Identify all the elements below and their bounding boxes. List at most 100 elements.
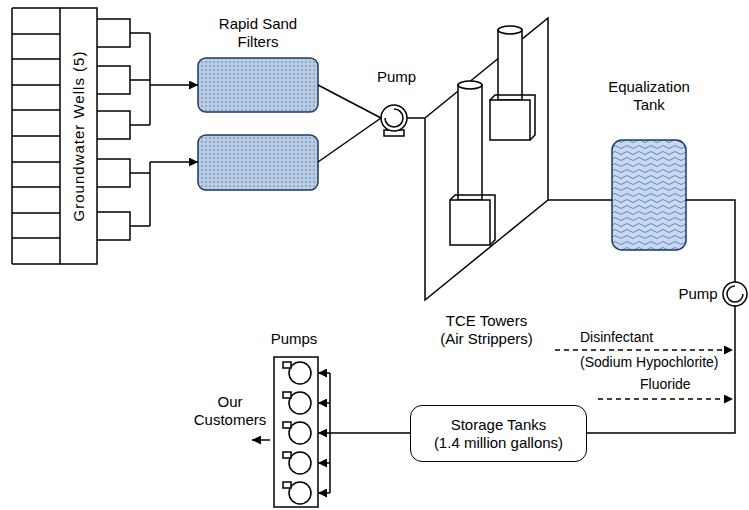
wells-manifold: Groundwater Wells (5): [10, 6, 130, 266]
flow-connector: [548, 200, 612, 201]
pump-frame: [274, 357, 318, 507]
node-text: TCE Towers: [446, 312, 527, 330]
flow-connector: [686, 200, 735, 282]
pump-casing: [723, 282, 747, 306]
pump-unit: Pump: [375, 68, 418, 140]
pump-outlet: [283, 452, 291, 458]
flow-line: [548, 199, 612, 201]
tower-base: [490, 100, 530, 140]
filter-bed: [198, 58, 318, 112]
pump-casing: [289, 392, 311, 414]
flow-line: [318, 462, 330, 464]
flow-line: [407, 117, 425, 119]
flow-line: [318, 118, 381, 162]
pump-unit: Pump: [676, 275, 748, 313]
filter-bed: [198, 135, 318, 190]
customer-label: Our Customers: [190, 393, 270, 430]
node-text: (1.4 million gallons): [434, 434, 563, 452]
flow-line: [130, 225, 150, 227]
flow-line: [150, 84, 198, 86]
well-manifold: [12, 8, 130, 264]
flow-connector: [318, 85, 381, 162]
flow-line: [318, 85, 381, 118]
node-text: Pumps: [271, 330, 318, 348]
pump-casing: [289, 482, 311, 504]
flow-line: [150, 161, 198, 163]
pump-casing: [381, 105, 407, 131]
dosing-line: [555, 349, 733, 350]
tank-body: [612, 140, 686, 250]
pump-bank: [274, 357, 318, 507]
chemical-label: Disinfectant: [580, 329, 653, 346]
pump-symbol: [723, 282, 747, 306]
text-holder: Storage Tanks(1.4 million gallons): [411, 406, 586, 461]
flow-line: [686, 200, 735, 282]
pump-casing: [289, 422, 311, 444]
pump-impeller: [385, 109, 403, 127]
node-text: Our Customers: [190, 393, 270, 429]
flow-line: [330, 432, 410, 434]
flow-connector: [130, 33, 198, 226]
flow-line: [318, 492, 330, 494]
node-text: Rapid Sand Filters: [208, 15, 308, 51]
node-text: Groundwater Wells (5): [70, 51, 88, 222]
well-pipes: [12, 8, 60, 264]
equalization-tank: Equalization Tank: [603, 78, 695, 252]
text-holder: Equalization Tank: [603, 78, 695, 114]
flow-line: [149, 162, 151, 226]
text-holder: Groundwater Wells (5): [60, 8, 97, 264]
flow-line: [130, 79, 150, 81]
tower-base: [450, 200, 490, 245]
flow-line: [318, 372, 330, 374]
flow-line: [318, 402, 330, 404]
sand-filters: [198, 58, 318, 190]
node-text: Equalization Tank: [603, 78, 695, 114]
tower-platform: [425, 18, 548, 300]
chemical-feeds: [555, 350, 733, 399]
text-holder: Our Customers: [190, 393, 270, 429]
chemical-label: (Sodium Hypochlorite): [580, 354, 719, 371]
flow-connector: [252, 440, 270, 441]
pump-bank: Pumps: [270, 330, 318, 508]
pump-outlet: [283, 392, 291, 398]
pump-outlet: [283, 422, 291, 428]
pump-symbol: [381, 105, 407, 136]
flow-line: [318, 432, 330, 434]
tower-base-side: [490, 95, 535, 140]
tower-group: TCE Towers(Air Strippers): [425, 12, 548, 350]
air-stripper-towers: [425, 18, 548, 300]
flow-connector: [318, 373, 410, 493]
text-holder: Rapid Sand Filters: [208, 15, 308, 51]
node-text: Pump: [377, 68, 416, 86]
text-holder: Pumps: [260, 330, 328, 348]
tower-top: [458, 81, 482, 89]
flow-line: [252, 439, 270, 441]
tower-column: [498, 30, 522, 100]
flow-line: [130, 172, 150, 174]
pump-casing: [289, 362, 311, 384]
text-holder: TCE Towers(Air Strippers): [425, 312, 548, 348]
pump-impeller: [727, 286, 743, 302]
flow-connector: [407, 118, 425, 119]
node-text: Storage Tanks: [451, 416, 547, 434]
pump-outlet: [283, 482, 291, 488]
filter-group: Rapid Sand Filters: [198, 15, 318, 192]
tower-base-side: [450, 195, 495, 245]
node-text: Pump: [678, 285, 717, 303]
storage-tank: Storage Tanks(1.4 million gallons): [410, 405, 587, 462]
well-header: [60, 8, 97, 264]
pump-outlet: [283, 362, 291, 368]
node-text: (Air Strippers): [440, 330, 533, 348]
pump-casing: [289, 452, 311, 474]
flow-line: [130, 124, 150, 126]
text-holder: Pump: [365, 68, 428, 86]
dosing-line: [598, 398, 733, 399]
tower-top: [498, 26, 522, 34]
text-holder: Pump: [676, 275, 720, 313]
flow-line: [130, 32, 150, 34]
chemical-label: Fluoride: [640, 376, 691, 393]
flow-line: [149, 33, 151, 125]
well-outlets: [97, 19, 130, 240]
